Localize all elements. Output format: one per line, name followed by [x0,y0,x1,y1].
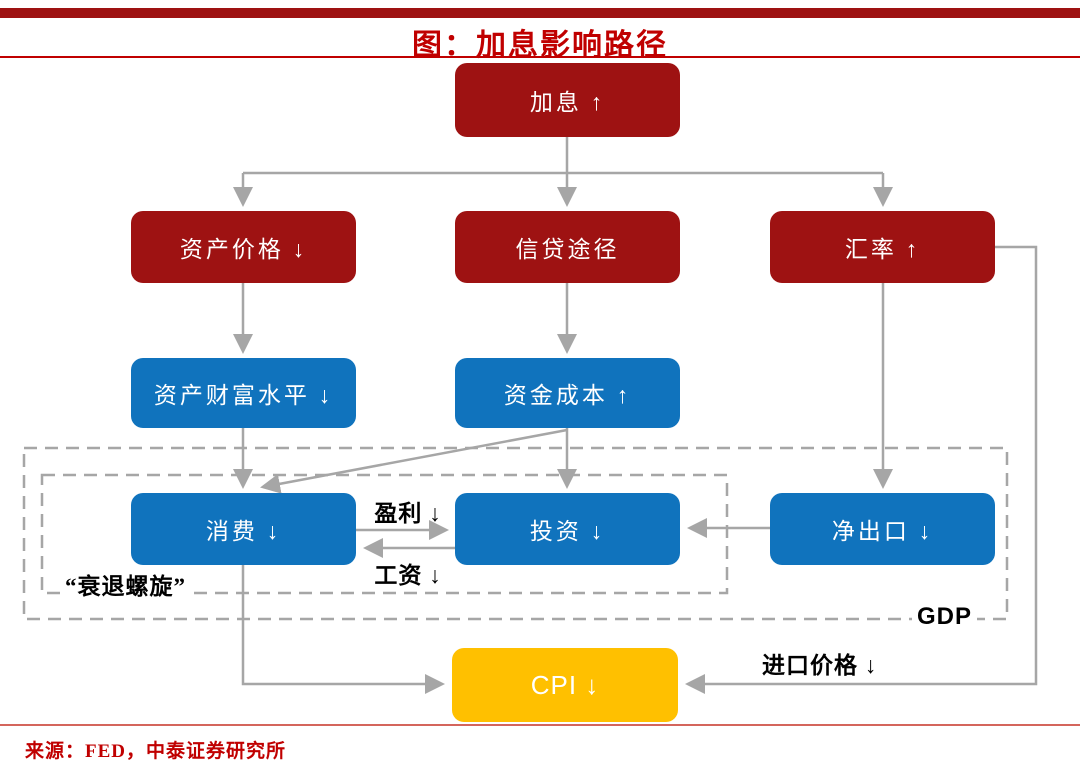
arrow-consumption-to-cpi [241,565,445,694]
label-gdp: GDP [912,604,978,630]
node-investment: 投资 ↓ [455,493,680,565]
top-accent-bar [0,8,1080,18]
recession-spiral-group-box [40,473,729,595]
node-credit-channel: 信贷途径 [455,211,680,283]
node-capital-cost: 资金成本 ↑ [455,358,680,428]
node-net-export: 净出口 ↓ [770,493,995,565]
node-asset-wealth: 资产财富水平 ↓ [131,358,356,428]
node-rate-hike: 加息 ↑ [455,63,680,137]
node-consumption: 消费 ↓ [131,493,356,565]
node-cpi: CPI ↓ [452,648,678,722]
bottom-divider [0,724,1080,726]
label-wage: 工资 ↓ [374,563,442,588]
arrow-fx-to-cpi [685,245,1038,694]
arrow-capitalcost-to-consumption [260,428,568,494]
gdp-group-box [22,446,1009,621]
label-import-price: 进口价格 ↓ [762,653,878,678]
title-divider [0,56,1080,58]
node-asset-price: 资产价格 ↓ [131,211,356,283]
label-recession-spiral: “衰退螺旋” [60,574,191,600]
source-text: 来源：FED，中泰证券研究所 [25,741,287,762]
label-profit: 盈利 ↓ [374,501,442,526]
node-exchange-rate: 汇率 ↑ [770,211,995,283]
